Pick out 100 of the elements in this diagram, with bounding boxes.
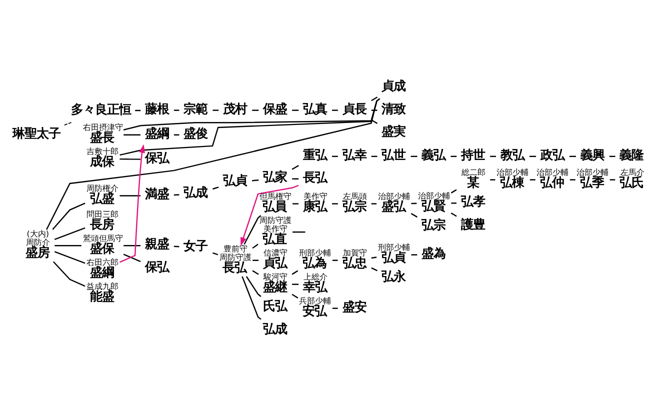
node-text: 盛実 [382, 124, 406, 138]
connector [212, 109, 219, 110]
connector [46, 98, 380, 230]
connector [371, 109, 378, 110]
connector [120, 158, 140, 160]
node-text: 弘直 [262, 232, 287, 246]
connector [242, 276, 262, 320]
connector [570, 178, 576, 180]
connector [292, 202, 298, 204]
connector [332, 109, 338, 110]
connector [64, 121, 73, 126]
node-text: 弘氏 [620, 175, 644, 190]
node-text: 教弘 [500, 147, 524, 162]
connector [52, 260, 86, 286]
connector [371, 256, 377, 258]
node-text: 弘貞 [222, 173, 247, 188]
node-text: 某 [467, 175, 480, 190]
connector [530, 178, 536, 180]
node-text: 弘仲 [540, 175, 564, 190]
connector [332, 259, 338, 260]
connector [371, 202, 377, 204]
connector [450, 188, 457, 193]
node-text: 康弘 [302, 199, 327, 214]
connector [410, 212, 418, 218]
node-text: 弘盛 [90, 191, 114, 206]
node-text: 能盛 [90, 288, 114, 303]
node-text: 保弘 [144, 150, 169, 164]
node-text: 弘貞 [381, 250, 406, 264]
arrow [120, 144, 145, 262]
connector [252, 270, 259, 274]
connector [292, 293, 298, 298]
node-text: 安弘 [302, 304, 327, 318]
node-text: 弘為 [302, 256, 327, 270]
node-text: 弘成 [184, 184, 208, 199]
node-text: 盛保 [90, 240, 114, 255]
connector [450, 212, 457, 216]
node-text: 弘宗 [342, 199, 366, 214]
connector [52, 202, 86, 230]
node-text: 盛長 [90, 130, 114, 144]
connector [246, 276, 262, 297]
connector [451, 202, 456, 204]
connector [174, 194, 180, 196]
connector [212, 252, 218, 255]
connector [332, 202, 338, 204]
node-text: 盛房 [26, 245, 50, 260]
node-text: 藤根 [144, 101, 169, 116]
connector [124, 244, 140, 246]
node-text: 弘季 [580, 175, 604, 190]
node-text: 弘幸 [342, 147, 366, 162]
connector [292, 230, 306, 232]
node-text: 護豊 [461, 216, 485, 231]
node-text: 弘棟 [500, 175, 524, 190]
connector [123, 253, 141, 262]
node-text: 女子 [184, 238, 208, 252]
node-text: 弘永 [382, 269, 406, 284]
node-text: 盛弘 [381, 199, 406, 214]
connector [252, 243, 258, 248]
connector [252, 178, 259, 181]
node-text: 貞弘 [262, 256, 287, 270]
connector [292, 109, 299, 110]
node-text: 弘成 [262, 321, 287, 336]
node-text: 盛為 [422, 246, 446, 260]
connector [371, 96, 378, 101]
node-text: 琳聖太子 [12, 126, 61, 140]
connector [292, 164, 299, 170]
node-text: 弘忠 [342, 256, 366, 270]
node-text: 貞長 [342, 101, 366, 116]
node-text: 弘賢 [421, 198, 446, 212]
node-text: 長弘 [302, 170, 327, 184]
node-text: 義隆 [620, 147, 644, 162]
node-text: 弘員 [262, 199, 287, 214]
node-text: 茂村 [222, 101, 247, 116]
connector [292, 283, 299, 284]
node-text: 盛継 [262, 280, 287, 294]
connector [252, 259, 258, 260]
node-text: 政弘 [540, 147, 564, 162]
node-text: 義興 [580, 147, 604, 162]
node-text: 貞成 [382, 78, 406, 92]
node-text: 弘孝 [461, 194, 485, 208]
connector [244, 214, 262, 244]
connector [212, 186, 219, 190]
connector [120, 98, 380, 156]
node-text: 盛安 [342, 299, 366, 314]
connector [54, 226, 86, 240]
connector [54, 250, 86, 264]
connector [292, 178, 299, 180]
node-text: 重弘 [302, 147, 327, 162]
node-text: 清致 [382, 101, 406, 116]
node-text: 盛俊 [184, 126, 208, 140]
node-text: 長弘 [222, 260, 247, 274]
arrow [240, 184, 299, 246]
node-text: 宗範 [184, 101, 208, 116]
node-text: 親盛 [144, 236, 169, 251]
connector [610, 178, 616, 180]
node-text: 義弘 [422, 147, 446, 162]
connector [332, 307, 338, 308]
node-text: 弘宗 [422, 217, 446, 232]
node-text: 弘家 [262, 170, 287, 184]
connector [371, 266, 378, 271]
connector [292, 270, 298, 274]
